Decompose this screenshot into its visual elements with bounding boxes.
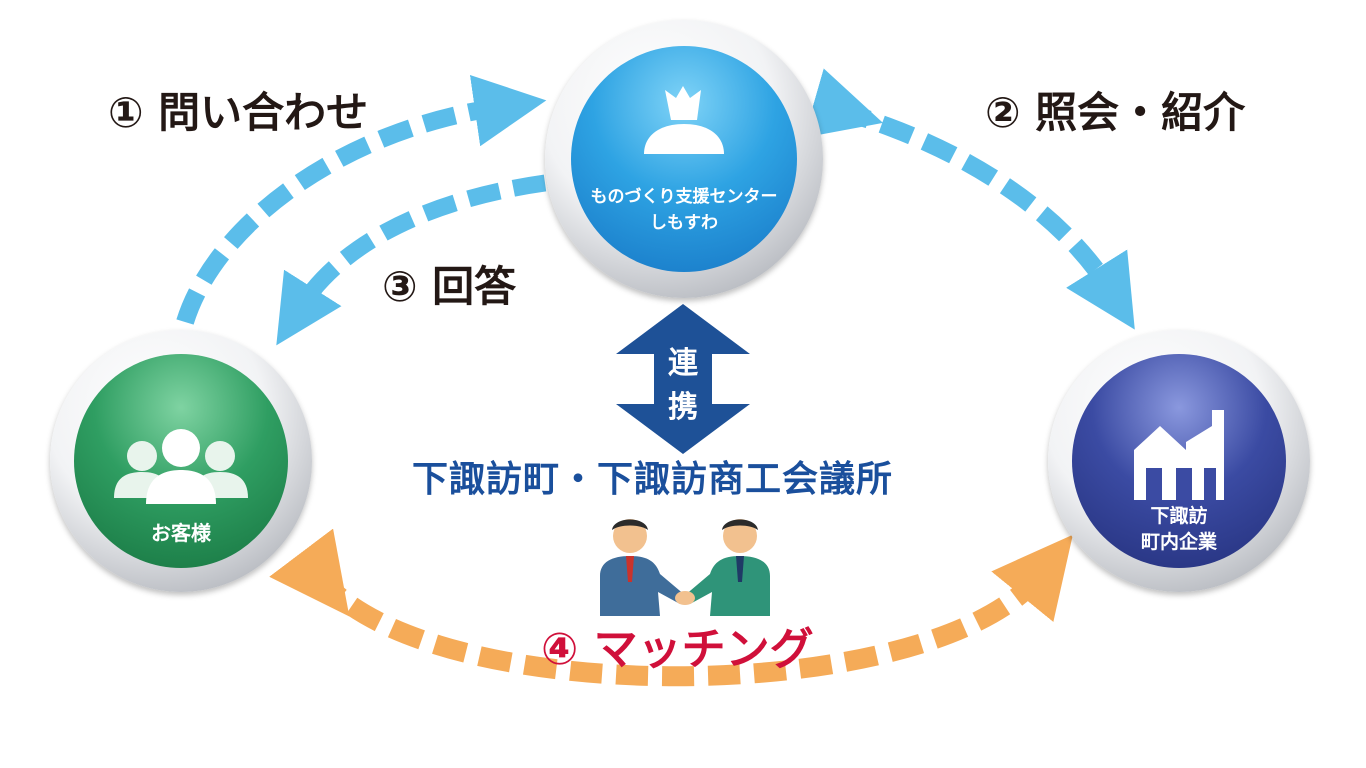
- answer-arrow: [276, 174, 547, 346]
- companies-node: 下諏訪 町内企業: [1048, 330, 1310, 592]
- collaboration-arrow: [616, 304, 750, 454]
- step-referral-label: ② 照会・紹介: [985, 88, 1246, 137]
- money-bag-icon: [644, 86, 724, 154]
- step-matching-label: ④ マッチング: [541, 624, 814, 675]
- step-inquiry-label: ① 問い合わせ: [108, 88, 369, 137]
- center-node-face: ものづくり支援センター しもすわ: [571, 46, 797, 272]
- handshake-icon: [600, 519, 770, 616]
- center-node-name-line1: ものづくり支援センター: [590, 187, 778, 207]
- referral-arrow: [803, 68, 1135, 330]
- matching-arrow: [269, 528, 1073, 687]
- inquiry-arrow: [176, 74, 547, 325]
- center-node: ものづくり支援センター しもすわ: [545, 20, 823, 298]
- companies-node-face: 下諏訪 町内企業: [1072, 354, 1286, 568]
- companies-node-name-line1: 下諏訪: [1150, 505, 1208, 527]
- center-node-name-line2: しもすわ: [650, 213, 718, 233]
- customer-node: お客様: [50, 330, 312, 592]
- collaboration-char-2: 携: [668, 390, 698, 425]
- people-group-icon: [114, 429, 248, 504]
- factory-icon: [1134, 410, 1224, 500]
- customer-node-face: お客様: [74, 354, 288, 568]
- companies-node-name-line2: 町内企業: [1140, 531, 1217, 553]
- partner-title: 下諏訪町・下諏訪商工会議所: [412, 459, 894, 500]
- customer-node-name: お客様: [151, 521, 211, 545]
- step-answer-label: ③ 回答: [382, 262, 517, 311]
- collaboration-char-1: 連: [668, 346, 698, 381]
